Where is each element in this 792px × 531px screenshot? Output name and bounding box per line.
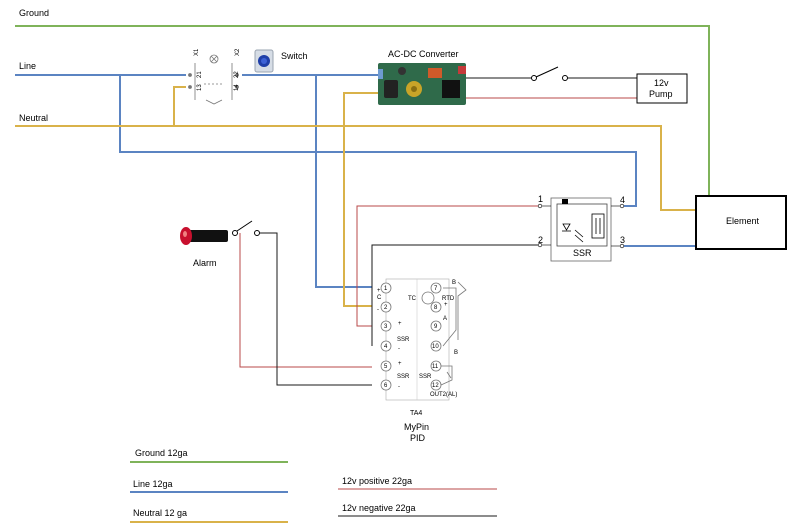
ssr-relay <box>537 197 625 262</box>
pid-terminal-3: 3 <box>384 324 388 330</box>
pid-mark-plus3: + <box>398 361 402 367</box>
alarm-buzzer-icon <box>180 227 228 245</box>
pump-box <box>636 73 688 104</box>
pid-mark-minus2: - <box>398 346 400 352</box>
alarm-switch[interactable] <box>232 220 260 236</box>
element-box <box>695 195 787 250</box>
pid-terminal-6: 6 <box>384 383 388 389</box>
pid-mark-plus4: + <box>444 302 448 308</box>
line-label: Line <box>19 61 36 71</box>
t13-label: 13 <box>197 84 203 91</box>
t21-label: 21 <box>197 71 203 78</box>
ssr-terminal-3: 3 <box>620 235 625 245</box>
neutral-label: Neutral <box>19 113 48 123</box>
ssr-terminal-4: 4 <box>620 195 625 205</box>
pid-mark-out2: OUT2(AL) <box>430 392 457 398</box>
negative-wires <box>260 77 637 517</box>
x1-label: X1 <box>194 48 200 56</box>
pid-model-label: TA4 <box>410 410 422 417</box>
pid-terminal-12: 12 <box>432 383 439 389</box>
pid-mark-tc: TC <box>408 296 417 302</box>
pid-terminal-4: 4 <box>384 344 388 350</box>
neutral-wires <box>15 86 696 307</box>
pid-terminal-9: 9 <box>434 324 438 330</box>
converter-label: AC-DC Converter <box>388 49 459 59</box>
pid-controller <box>380 278 467 401</box>
t22-label: 22 <box>234 71 240 78</box>
ground-label: Ground <box>19 8 49 18</box>
pid-mark-a: A <box>443 316 447 322</box>
pid-mark-c: C <box>377 295 382 301</box>
pump-switch[interactable] <box>531 66 568 81</box>
positive-wires <box>239 97 637 490</box>
rotary-switch-symbol <box>188 54 239 105</box>
pid-terminal-10: 10 <box>432 344 439 350</box>
pid-terminal-5: 5 <box>384 364 388 370</box>
pid-mark-plus1: + <box>377 288 381 294</box>
pump-label-line2: Pump <box>649 89 673 99</box>
alarm-label: Alarm <box>193 258 217 268</box>
t14-label: 14 <box>234 84 240 91</box>
switch-label: Switch <box>281 51 308 61</box>
legend-positive: 12v positive 22ga <box>342 476 412 486</box>
pid-mark-minus1: - <box>377 307 379 313</box>
pid-mark-b-top: B <box>452 280 456 286</box>
legend <box>130 461 288 523</box>
pid-terminal-11: 11 <box>432 364 439 370</box>
converter-board-icon <box>378 63 466 105</box>
ground-wire <box>15 25 710 196</box>
ssr-terminal-1: 1 <box>538 194 543 204</box>
pid-mark-rtd: RTD <box>442 296 455 302</box>
ssr-terminal-2: 2 <box>538 235 543 245</box>
pump-label-line1: 12v <box>654 78 669 88</box>
pushbutton-icon[interactable] <box>254 49 274 73</box>
pid-mark-ssr2: SSR <box>397 374 410 380</box>
pid-mark-minus3: - <box>398 384 400 390</box>
pid-terminal-1: 1 <box>384 286 388 292</box>
legend-ground: Ground 12ga <box>135 448 188 458</box>
pid-mark-plus2: + <box>398 321 402 327</box>
pid-mark-b-bottom: B <box>454 350 458 356</box>
pid-terminal-7: 7 <box>434 286 438 292</box>
element-label: Element <box>726 216 760 226</box>
legend-neutral: Neutral 12 ga <box>133 508 187 518</box>
x2-label: X2 <box>235 48 241 56</box>
ssr-label: SSR <box>573 248 592 258</box>
legend-negative: 12v negative 22ga <box>342 503 416 513</box>
pid-mark-ssr3: SSR <box>419 374 432 380</box>
pid-mark-ssr1: SSR <box>397 337 410 343</box>
pid-terminal-8: 8 <box>434 305 438 311</box>
pid-kind-label: PID <box>410 433 426 443</box>
pid-brand-label: MyPin <box>404 422 429 432</box>
pid-terminal-2: 2 <box>384 305 388 311</box>
legend-line: Line 12ga <box>133 479 173 489</box>
